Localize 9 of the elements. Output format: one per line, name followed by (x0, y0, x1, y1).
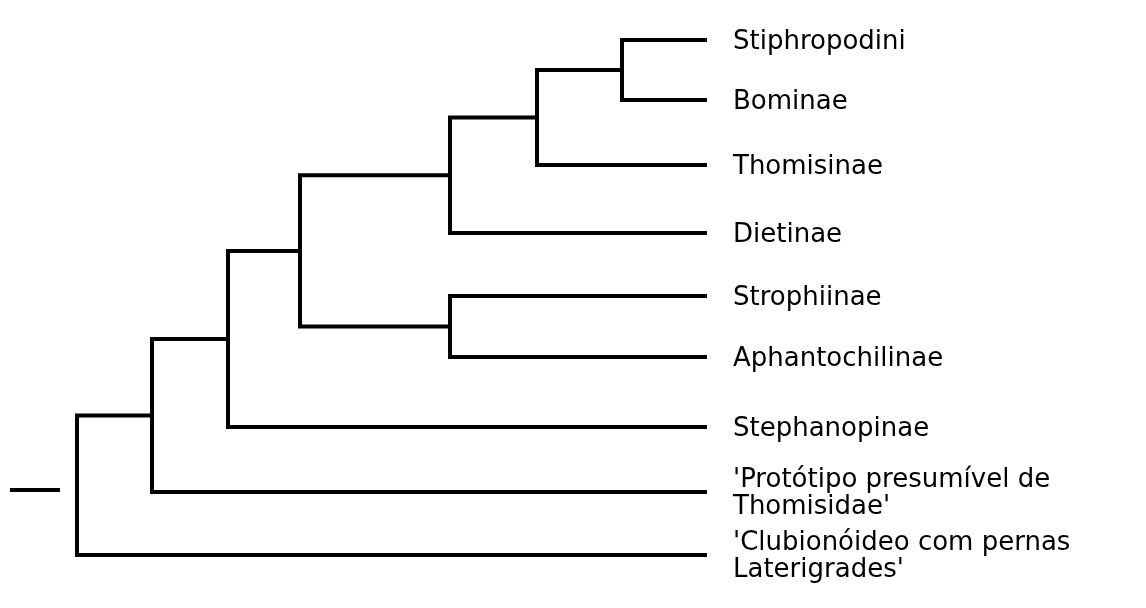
taxon-label: Stiphropodini (733, 26, 1143, 54)
taxon-label: 'Protótipo presumível de Thomisidae' (733, 465, 1143, 519)
taxon-label: 'Clubionóideo com pernas Laterigrades' (733, 528, 1143, 582)
taxon-label: Stephanopinae (733, 413, 1143, 441)
taxon-label: Aphantochilinae (733, 343, 1143, 371)
taxon-label: Strophiinae (733, 282, 1143, 310)
taxon-label: Dietinae (733, 219, 1143, 247)
taxon-label: Bominae (733, 86, 1143, 114)
taxon-label: Thomisinae (733, 151, 1143, 179)
